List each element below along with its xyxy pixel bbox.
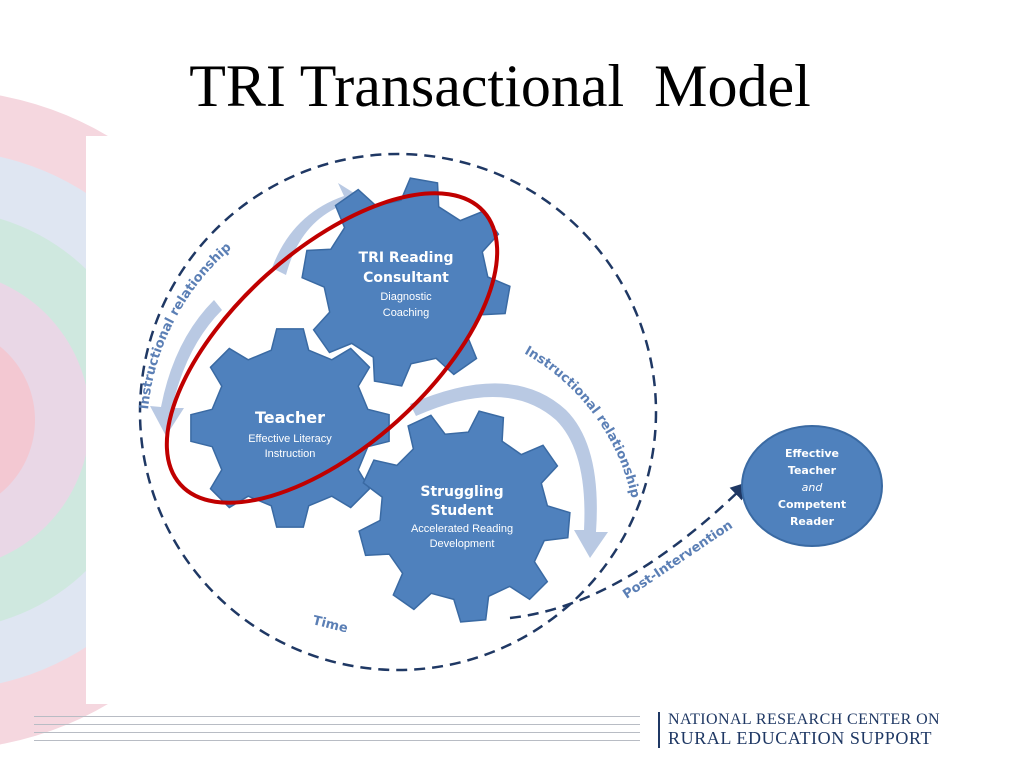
bg-arc-rose bbox=[0, 346, 35, 494]
outcome-line-1: Effective bbox=[785, 447, 839, 460]
student-desc-1: Accelerated Reading bbox=[411, 523, 513, 535]
gear-teacher: Teacher Effective Literacy Instruction bbox=[190, 328, 390, 528]
footer-rule-4 bbox=[34, 740, 640, 741]
footer-rule-1 bbox=[34, 716, 640, 717]
logo-line-1: NATIONAL RESEARCH CENTER ON bbox=[668, 711, 940, 728]
bg-arc-mauve bbox=[0, 282, 90, 558]
student-name-1: Struggling bbox=[420, 484, 503, 500]
outcome-line-5: Reader bbox=[790, 515, 835, 528]
outcome-line-3: and bbox=[802, 481, 824, 494]
nrcres-logo: NATIONAL RESEARCH CENTER ON RURAL EDUCAT… bbox=[658, 711, 940, 748]
consultant-desc-2: Coaching bbox=[383, 307, 429, 319]
gear-consultant: TRI Reading Consultant Diagnostic Coachi… bbox=[301, 177, 511, 387]
post-label-text: Post-Intervention bbox=[620, 518, 735, 602]
student-name-2: Student bbox=[431, 503, 494, 519]
outcome-line-2: Teacher bbox=[788, 464, 837, 477]
teacher-desc-1: Effective Literacy bbox=[248, 433, 332, 445]
logo-line-2: RURAL EDUCATION SUPPORT bbox=[668, 727, 933, 748]
outcome-line-4: Competent bbox=[778, 498, 846, 511]
footer-rule-2 bbox=[34, 724, 640, 725]
gear-student: Struggling Student Accelerated Reading D… bbox=[358, 410, 571, 623]
arrow-student bbox=[410, 383, 608, 558]
teacher-name: Teacher bbox=[255, 408, 325, 427]
footer-rule-3 bbox=[34, 732, 640, 733]
consultant-name-1: TRI Reading bbox=[359, 250, 454, 266]
time-label: Time bbox=[311, 613, 349, 636]
post-intervention-arrow bbox=[509, 481, 749, 620]
consultant-desc-1: Diagnostic bbox=[380, 291, 432, 303]
slide-title: TRI Transactional Model bbox=[189, 53, 811, 119]
time-cycle-dashed bbox=[138, 152, 658, 672]
post-intervention-label: Post-Intervention bbox=[620, 518, 735, 602]
student-desc-2: Development bbox=[430, 538, 495, 550]
consultant-name-2: Consultant bbox=[363, 270, 449, 286]
highlight-ellipse bbox=[164, 191, 500, 505]
outcome-circle: Effective Teacher and Competent Reader bbox=[741, 425, 883, 547]
arrow-teacher bbox=[150, 300, 222, 436]
teacher-desc-2: Instruction bbox=[265, 448, 316, 460]
